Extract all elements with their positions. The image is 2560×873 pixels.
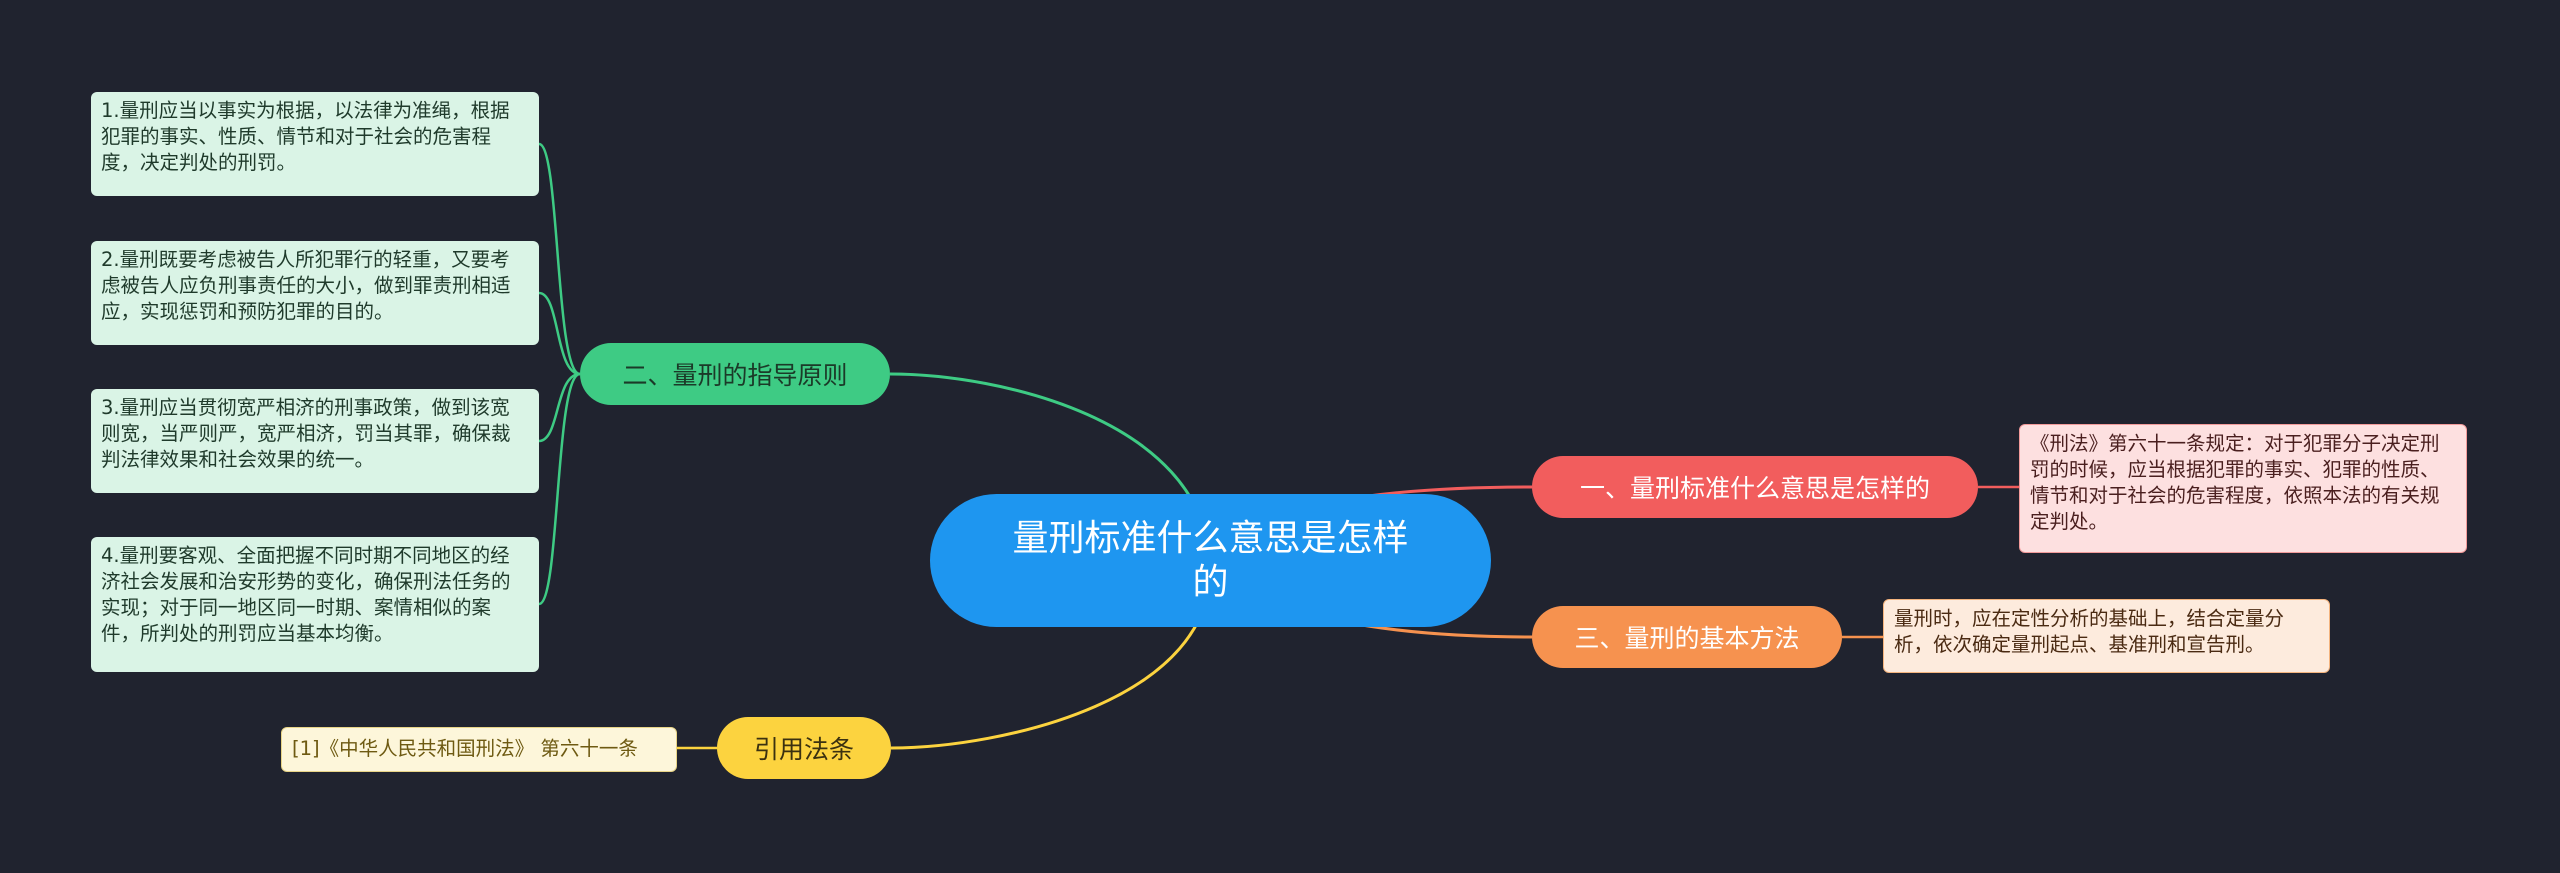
branch-cited-law-label: 引用法条 [753,735,854,764]
branch-sentencing-standard[interactable]: 一、量刑标准什么意思是怎样的 [1532,456,1978,518]
method-detail-text: 量刑时，应在定性分析的基础上，结合定量分析，依次确定量刑起点、基准刑和宣告刑。 [1894,607,2285,656]
guide-principle-3-text: 3.量刑应当贯彻宽严相济的刑事政策，做到该宽则宽，当严则严，宽严相济，罚当其罪，… [101,396,511,471]
branch-basic-method-label: 三、量刑的基本方法 [1574,624,1800,653]
link-guide-leaf-3 [538,372,581,443]
branch-sentencing-standard-label: 一、量刑标准什么意思是怎样的 [1579,474,1930,503]
link-guide-leaf-1 [538,142,581,376]
guide-principle-3[interactable]: 3.量刑应当贯彻宽严相济的刑事政策，做到该宽则宽，当严则严，宽严相济，罚当其罪，… [91,389,539,493]
standard-detail[interactable]: 《刑法》第六十一条规定：对于犯罪分子决定刑罚的时候，应当根据犯罪的事实、犯罪的性… [2019,424,2467,553]
branch-basic-method[interactable]: 三、量刑的基本方法 [1532,606,1842,668]
root-topic[interactable]: 量刑标准什么意思是怎样的 [930,494,1491,627]
branch-guiding-principles-label: 二、量刑的指导原则 [622,361,848,390]
guide-principle-1[interactable]: 1.量刑应当以事实为根据，以法律为准绳，根据犯罪的事实、性质、情节和对于社会的危… [91,92,539,196]
cited-law-detail-text: [1]《中华人民共和国刑法》 第六十一条 [292,737,638,760]
link-guide-leaf-4 [538,372,581,606]
cited-law-detail[interactable]: [1]《中华人民共和国刑法》 第六十一条 [281,727,677,772]
guide-principle-2-text: 2.量刑既要考虑被告人所犯罪行的轻重，又要考虑被告人应负刑事责任的大小，做到罪责… [101,248,511,323]
guide-principle-4-text: 4.量刑要客观、全面把握不同时期不同地区的经济社会发展和治安形势的变化，确保刑法… [101,544,511,645]
guide-principle-2[interactable]: 2.量刑既要考虑被告人所犯罪行的轻重，又要考虑被告人应负刑事责任的大小，做到罪责… [91,241,539,345]
branch-cited-law[interactable]: 引用法条 [717,717,891,779]
standard-detail-text: 《刑法》第六十一条规定：对于犯罪分子决定刑罚的时候，应当根据犯罪的事实、犯罪的性… [2030,432,2440,533]
branch-guiding-principles[interactable]: 二、量刑的指导原则 [580,343,890,405]
link-guide-leaf-2 [538,291,581,376]
guide-principle-1-text: 1.量刑应当以事实为根据，以法律为准绳，根据犯罪的事实、性质、情节和对于社会的危… [101,99,510,174]
method-detail[interactable]: 量刑时，应在定性分析的基础上，结合定量分析，依次确定量刑起点、基准刑和宣告刑。 [1883,599,2330,673]
guide-principle-4[interactable]: 4.量刑要客观、全面把握不同时期不同地区的经济社会发展和治安形势的变化，确保刑法… [91,537,539,672]
root-topic-label: 量刑标准什么意思是怎样的 [1012,517,1409,603]
